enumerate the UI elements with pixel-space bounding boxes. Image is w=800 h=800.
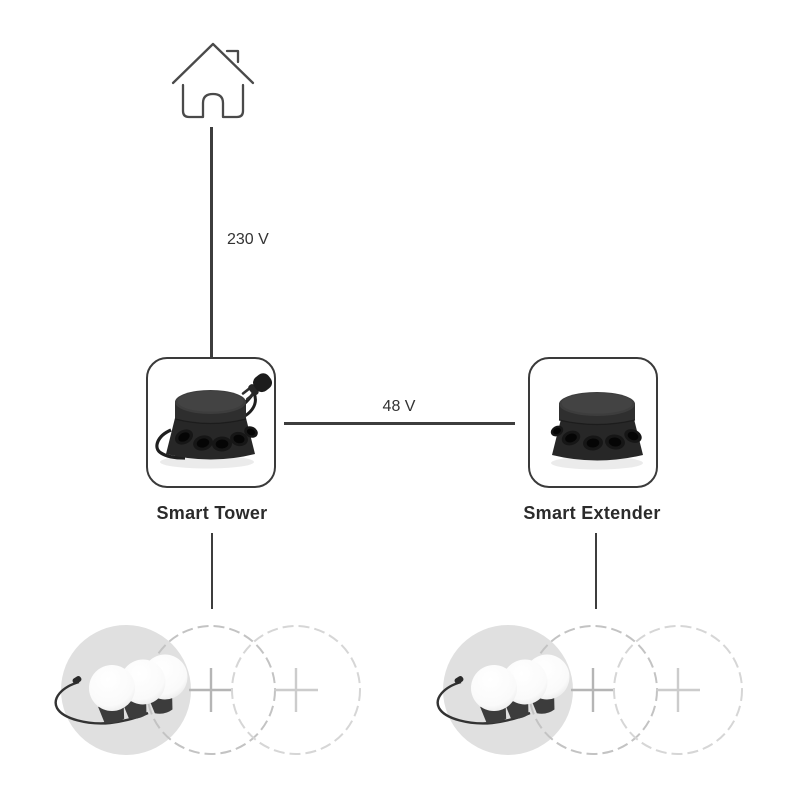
house-walls-door <box>181 83 245 119</box>
smart-tower-photo <box>155 373 273 469</box>
mains-plug <box>241 373 273 401</box>
house-icon <box>171 42 255 119</box>
tower-light-group <box>54 625 361 755</box>
mains-voltage-label: 230 V <box>227 231 269 248</box>
tower-lights-connector <box>210 533 213 609</box>
smart-extender-photo <box>550 392 643 470</box>
plus-icon <box>274 668 318 712</box>
link-voltage-label: 48 V <box>382 398 416 415</box>
light-string-cable <box>436 680 531 725</box>
light-string-photo <box>54 654 188 725</box>
smart-tower-box <box>146 357 276 488</box>
extender-socket-ports <box>550 425 642 451</box>
plus-icon <box>656 668 700 712</box>
house-roof <box>171 42 255 85</box>
plus-icon <box>189 668 233 712</box>
smart-extender-label: Smart Extender <box>523 503 661 523</box>
house-chimney <box>225 49 240 64</box>
extender-lights-connector <box>594 533 597 609</box>
empty-light-slot <box>231 625 361 755</box>
light-string-photo <box>436 654 570 725</box>
tower-socket-ports <box>174 426 258 452</box>
empty-light-slot <box>613 625 743 755</box>
extender-light-group <box>436 625 743 755</box>
mains-power-line <box>210 127 213 357</box>
link-line-48v <box>284 422 515 425</box>
smart-extender-box <box>528 357 658 488</box>
smart-tower-label: Smart Tower <box>156 503 268 523</box>
light-string-cable <box>54 680 149 725</box>
plus-icon <box>571 668 615 712</box>
